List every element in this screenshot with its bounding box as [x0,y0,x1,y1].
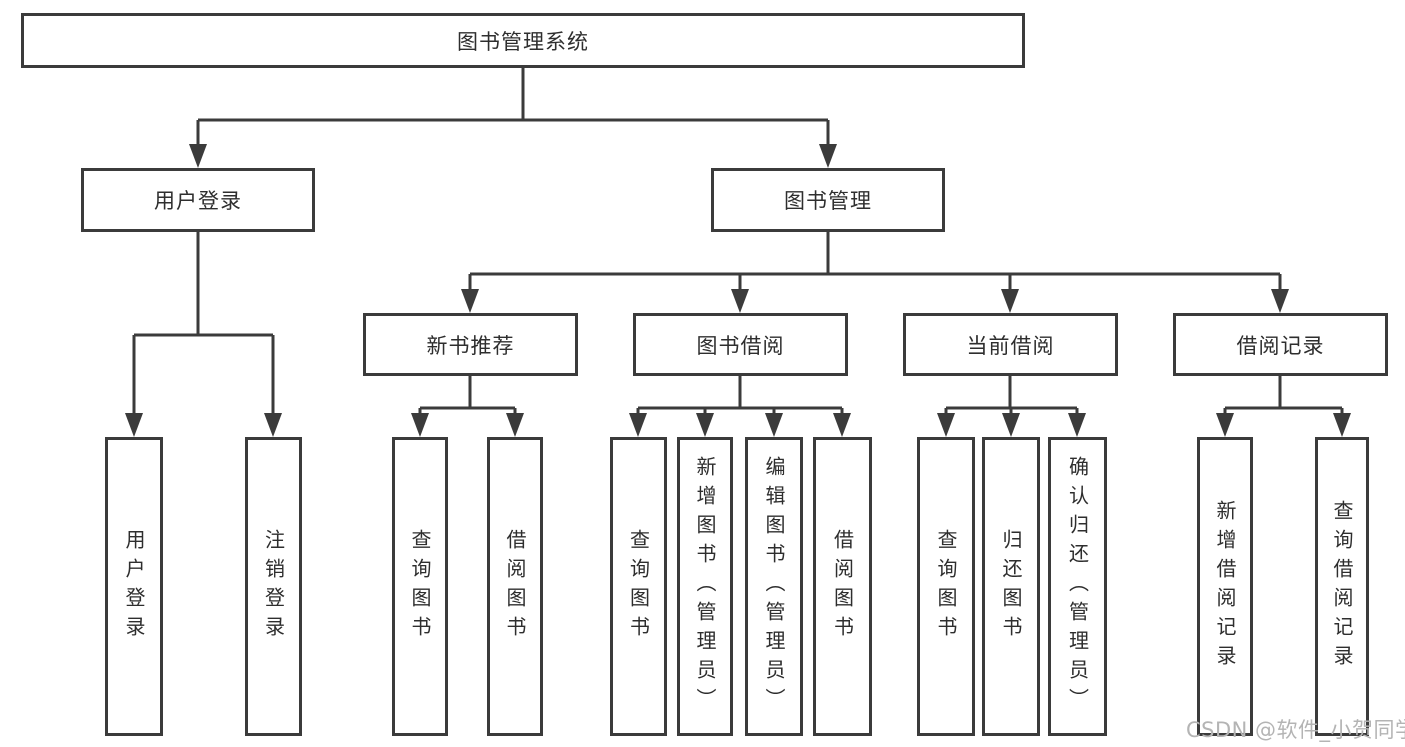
leaf-query-books-current-label: 查询图书 [934,528,958,645]
leaf-add-borrow-record: 新增借阅记录 [1197,437,1253,736]
leaf-add-borrow-record-label: 新增借阅记录 [1213,499,1237,674]
csdn-watermark: CSDN @软件_小贺同学 [1186,718,1405,742]
node-borrow-records: 借阅记录 [1173,313,1388,376]
leaf-return-books: 归还图书 [982,437,1040,736]
leaf-query-books-current: 查询图书 [917,437,975,736]
leaf-borrow-books-borrowing-label: 借阅图书 [830,528,855,645]
node-book-borrowing-label: 图书借阅 [696,333,785,358]
leaf-query-books-borrowing-label: 查询图书 [626,528,651,645]
node-user-login-label: 用户登录 [154,189,242,213]
leaf-query-borrow-record: 查询借阅记录 [1315,437,1369,736]
arrowheads [125,144,1351,437]
node-user-login: 用户登录 [81,168,315,232]
leaf-add-book-admin-label: 新增图书（管理员） [693,456,717,717]
node-current-borrowing-label: 当前借阅 [966,333,1055,358]
leaf-edit-book-admin-label: 编辑图书（管理员） [762,456,786,717]
node-borrow-records-label: 借阅记录 [1236,333,1325,358]
leaf-query-borrow-record-label: 查询借阅记录 [1330,499,1354,674]
leaf-borrow-books-recommend-label: 借阅图书 [503,528,527,645]
leaf-logout-label: 注销登录 [261,528,286,645]
leaf-borrow-books-recommend: 借阅图书 [487,437,543,736]
leaf-user-login-label: 用户登录 [122,528,146,645]
node-library-system-label: 图书管理系统 [457,29,589,54]
leaf-query-books-borrowing: 查询图书 [610,437,667,736]
leaf-user-login: 用户登录 [105,437,163,736]
leaf-logout: 注销登录 [245,437,302,736]
leaf-borrow-books-borrowing: 借阅图书 [813,437,872,736]
node-library-system: 图书管理系统 [21,13,1025,68]
leaf-confirm-return-admin-label: 确认归还（管理员） [1065,456,1090,717]
leaf-query-books-recommend-label: 查询图书 [408,528,432,645]
leaf-query-books-recommend: 查询图书 [392,437,448,736]
node-book-management-label: 图书管理 [784,189,872,213]
node-new-book-recommend-label: 新书推荐 [426,333,515,358]
node-new-book-recommend: 新书推荐 [363,313,578,376]
node-book-management: 图书管理 [711,168,945,232]
node-book-borrowing: 图书借阅 [633,313,848,376]
leaf-add-book-admin: 新增图书（管理员） [677,437,733,736]
leaf-confirm-return-admin: 确认归还（管理员） [1048,437,1107,736]
leaf-return-books-label: 归还图书 [999,528,1023,645]
node-current-borrowing: 当前借阅 [903,313,1118,376]
leaf-edit-book-admin: 编辑图书（管理员） [745,437,803,736]
